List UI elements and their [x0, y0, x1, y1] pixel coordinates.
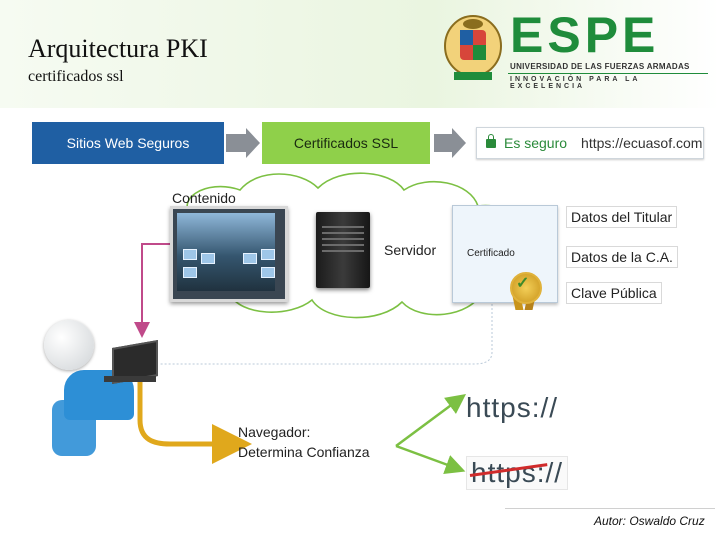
website-screen-image: [170, 206, 288, 302]
author-credit: Autor: Oswaldo Cruz: [594, 514, 705, 528]
screen-thumbnail: [183, 249, 197, 260]
screen-thumbnail: [261, 267, 275, 278]
laptop-base: [104, 376, 156, 382]
arrow-user-to-browser-note: [140, 376, 232, 444]
browser-note-line2: Determina Confianza: [238, 444, 370, 460]
screen-thumbnail: [183, 267, 197, 278]
https-valid: https://: [466, 392, 558, 424]
field-public-key: Clave Pública: [566, 282, 662, 304]
server-label: Servidor: [384, 242, 436, 258]
browser-address-bar: Es seguro https://ecuasof.com: [476, 127, 704, 159]
server-icon: [316, 212, 370, 288]
field-ca-data: Datos de la C.A.: [566, 246, 678, 268]
checkmark-icon: ✓: [516, 276, 532, 292]
author-divider: [505, 508, 715, 509]
arrow-content-to-user: [142, 244, 170, 330]
screen-thumbnail: [261, 249, 275, 260]
lock-icon: [486, 139, 496, 148]
arrow-to-https-invalid: [396, 446, 456, 468]
arrow-step1-to-step2: [226, 128, 260, 158]
field-owner-data: Datos del Titular: [566, 206, 677, 228]
ssl-certificates-box: Certificados SSL: [262, 122, 430, 164]
url-text: https://ecuasof.com: [581, 135, 702, 151]
screen-thumbnail: [201, 253, 215, 264]
certificate-label: Certificado: [467, 248, 515, 259]
arrow-step2-to-browser: [434, 128, 466, 158]
secure-indicator: Es seguro: [504, 135, 567, 151]
browser-note-line1: Navegador:: [238, 424, 310, 440]
content-label: Contenido: [172, 190, 236, 206]
arrow-to-https-valid: [396, 400, 458, 446]
secure-sites-box: Sitios Web Seguros: [32, 122, 224, 164]
user-icon: [44, 320, 94, 370]
screen-thumbnail: [243, 253, 257, 264]
